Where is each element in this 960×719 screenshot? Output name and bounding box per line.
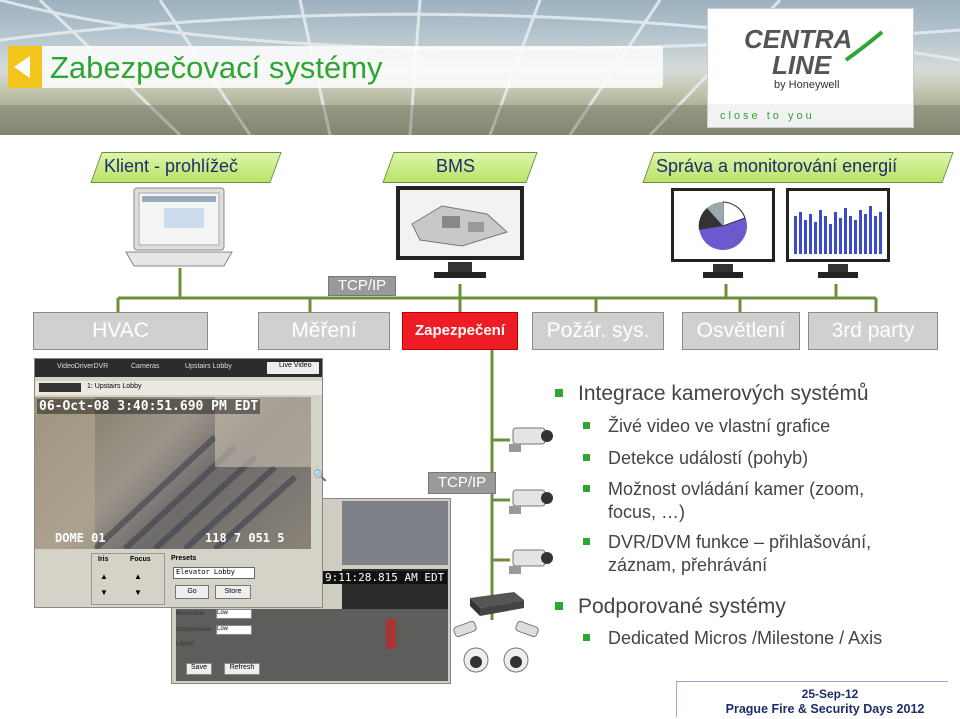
video-hallway [176,609,448,681]
carpet-pattern [35,397,311,549]
bullet-main-1: Integrace kamerových systémů [578,382,869,405]
bullet-sub-3b: focus, …) [608,502,686,522]
bms-monitor-icon [396,186,524,278]
bullet-sub-3a: Možnost ovládání kamer (zoom, [608,479,865,499]
ip-camera-icon-1 [509,427,553,452]
dvr-recorder-icon [470,592,524,616]
energy-label: Správa a monitorování energií [656,156,898,176]
bms-label: BMS [436,156,476,176]
focus-down-icon[interactable]: ▼ [134,588,142,597]
store-button[interactable]: Store [215,585,251,599]
logo-by-honeywell: by Honeywell [774,79,840,91]
bullet-sub-5: Dedicated Micros /Milestone / Axis [608,628,883,648]
tagline-background [708,104,913,127]
bullet-square [583,538,590,545]
laptop-icon [125,187,233,267]
video-timestamp: 06-Oct-08 3:40:51.690 PM EDT [37,399,261,414]
client-label: Klient - prohlížeč [104,156,239,176]
camera-name-bar: 1: Upstairs Lobby [35,381,322,395]
logo-line1: CENTRA [744,24,852,54]
layout-label: Layout [176,641,195,647]
resolution-label: Resolution [176,611,205,617]
back-arrow-icon[interactable] [14,56,30,78]
centraline-logo-mark: CENTRA LINE [744,24,884,80]
bullet-square [583,634,590,641]
bullet-square [583,485,590,492]
focus-up-icon[interactable]: ▲ [134,572,142,581]
category-3rd-party[interactable]: 3rd party [808,312,938,350]
tab-upstairs-lobby[interactable]: Upstairs Lobby [185,363,232,370]
bullet-square [583,422,590,429]
video-thumb-1[interactable] [342,501,448,565]
bullet-sub-4b: záznam, přehrávání [608,555,768,575]
title-bar [8,46,663,88]
tcpip-top-label: TCP/IP [328,276,396,296]
iris-down-icon[interactable]: ▼ [100,588,108,597]
zoom-icon[interactable]: 🔍 [313,470,327,482]
category-zabezpeceni[interactable]: Zapezpečení [402,312,518,350]
bullet-square [583,454,590,461]
slide-title: Zabezpečovací systémy [50,50,383,85]
bullet-square [555,389,563,397]
refresh-button[interactable]: Refresh [224,663,260,675]
bullet-sub-4a: DVR/DVM funkce – přihlašování, [608,532,872,552]
live-video-feed[interactable]: 06-Oct-08 3:40:51.690 PM EDT DOME 01 118… [35,397,311,549]
footer-event: Prague Fire & Security Days 2012 [725,702,925,716]
tcpip-side-label: TCP/IP [428,472,496,494]
preset-select[interactable]: Elevator Lobby [173,567,255,579]
logo-line2: LINE [772,50,832,80]
tab-videodriverdvr[interactable]: VideoDriverDVR [57,363,109,370]
footer-box [676,681,948,717]
presets-label: Presets [171,555,197,562]
glass-roof-image [0,0,960,135]
overlay-coordinates: 118 7 051 5 [205,531,285,545]
camera-cluster-icon [453,620,539,673]
bullet-main-2: Podporované systémy [578,595,786,618]
resolution-select[interactable]: Low [216,609,252,619]
bullet-sub-1: Živé video ve vlastní grafice [608,416,831,436]
energy-bar-monitor-icon [786,188,890,278]
video-toolbar: VideoDriverDVR Cameras Upstairs Lobby Li… [35,359,322,377]
save-button[interactable]: Save [186,663,212,675]
compression-label: Compression [176,627,212,633]
ip-camera-icon-3 [509,549,553,574]
tab-cameras[interactable]: Cameras [131,363,160,370]
second-timestamp: 9:11:28.815 AM EDT [322,571,448,584]
camera-name: 1: Upstairs Lobby [87,383,142,390]
presets-panel: Presets Elevator Lobby Go Store [169,553,259,605]
category-mereni[interactable]: Měření [258,312,390,350]
footer-date: 25-Sep-12 [801,687,859,701]
logo-tagline: close to you [720,110,815,122]
bullet-square [555,602,563,610]
focus-label: Focus [130,556,151,563]
ptz-controls: Iris Focus ▲ ▼ ▲ ▼ [91,553,165,605]
bullet-sub-2: Detekce událostí (pohyb) [608,448,809,468]
category-osvetleni[interactable]: Osvětlení [682,312,800,350]
category-pozar[interactable]: Požár. sys. [532,312,664,350]
live-video-window: VideoDriverDVR Cameras Upstairs Lobby Li… [34,358,327,608]
energy-pie-monitor-icon [671,188,775,278]
category-hvac[interactable]: HVAC [33,312,208,350]
ip-camera-icon-2 [509,489,553,514]
compression-select[interactable]: Low [216,625,252,635]
overlay-camera-id: DOME 01 [55,531,106,545]
go-button[interactable]: Go [175,585,209,599]
view-select[interactable]: Live Video [267,362,319,374]
iris-label: Iris [98,556,109,563]
iris-up-icon[interactable]: ▲ [100,572,108,581]
